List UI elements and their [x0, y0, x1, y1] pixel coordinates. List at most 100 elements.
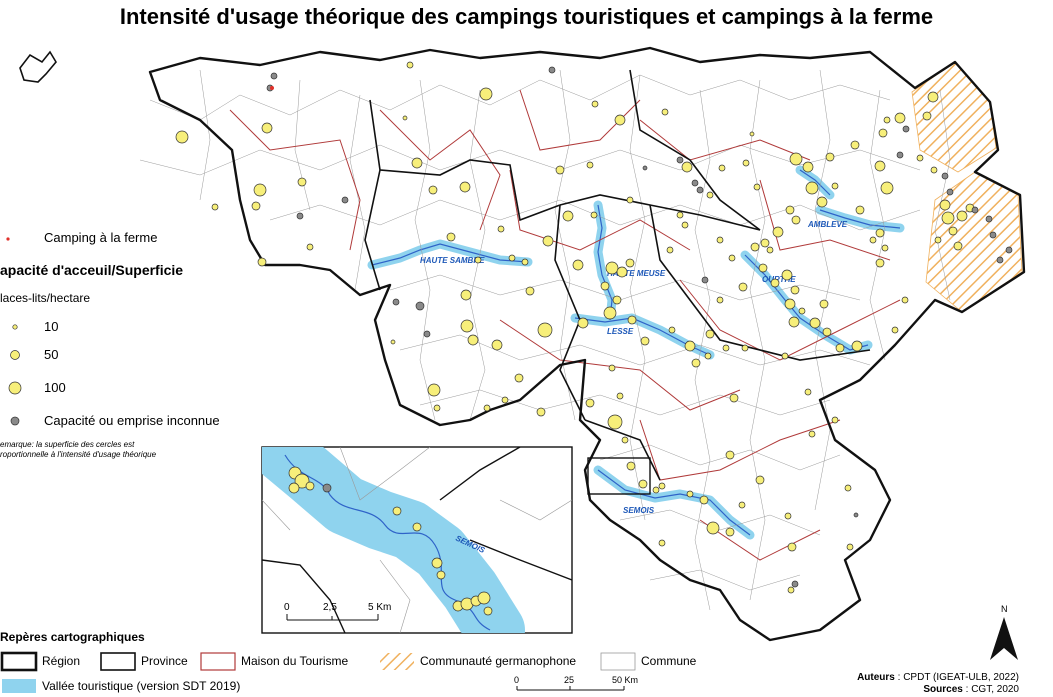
camping-circle [850, 140, 860, 150]
camping-circle [822, 327, 832, 337]
camping-circle [537, 322, 553, 338]
camping-circle [270, 86, 274, 90]
swatch-commune [600, 652, 636, 671]
camping-circle [927, 91, 939, 103]
camping-circle [805, 181, 819, 195]
camping-circle [784, 298, 796, 310]
camping-circle [562, 210, 574, 222]
inset-boundary-a [262, 559, 346, 633]
camping-circle [261, 122, 273, 134]
camping-circle [460, 289, 472, 301]
camping-circle [819, 299, 829, 309]
camping-circle [402, 115, 408, 121]
camping-circle [716, 296, 724, 304]
camping-circle [781, 269, 793, 281]
credits-authors: Auteurs : CPDT (IGEAT-ULB, 2022) [857, 672, 1019, 683]
camping-circle [640, 336, 650, 346]
camping-circle [577, 317, 589, 329]
camping-circle [844, 484, 852, 492]
inset-boundary-c [469, 539, 572, 581]
legend-note: emarque: la superficie des cercles est r… [0, 440, 230, 460]
river-label-ambleve: AMBLEVE [807, 220, 848, 229]
camping-circle [985, 215, 993, 223]
reperes-province: Province [141, 654, 188, 668]
camping-circle [701, 276, 709, 284]
camping-circle [851, 340, 863, 352]
camping-circle [508, 254, 516, 262]
camping-circle [772, 226, 784, 238]
camping-circle [627, 315, 637, 325]
camping-circle [460, 319, 474, 333]
camping-circle [880, 181, 894, 195]
camping-circle [804, 388, 812, 396]
camping-circle [874, 160, 886, 172]
camping-circle [491, 339, 503, 351]
inset-camping-circle [477, 591, 491, 605]
camping-circle [586, 161, 594, 169]
camping-circle [787, 542, 797, 552]
camping-circle [875, 228, 885, 238]
camping-circle [738, 501, 746, 509]
camping-circle [816, 196, 828, 208]
inset-scalebar: 0 2,5 5 Km [284, 602, 391, 621]
camping-circle [758, 263, 768, 273]
camping-circle [989, 231, 997, 239]
camping-circle [853, 512, 859, 518]
scale-0: 0 [514, 675, 519, 685]
camping-circle [971, 206, 979, 214]
camping-circle [785, 205, 795, 215]
camping-circle [749, 131, 755, 137]
camping-circle [901, 296, 909, 304]
camping-circle [808, 430, 816, 438]
camping-circle [521, 258, 529, 266]
camping-circle [625, 258, 635, 268]
camping-circle [427, 383, 441, 397]
camping-circle [390, 339, 396, 345]
legend-capacity-title: apacité d'acceuil/Superficie [0, 262, 184, 278]
camping-circle [686, 490, 694, 498]
camping-circle [881, 244, 889, 252]
camping-circle [716, 236, 724, 244]
camping-circle [790, 285, 800, 295]
camping-circle [728, 254, 736, 262]
swatch-communaute [380, 653, 414, 670]
camping-circle [608, 364, 616, 372]
camping-circle [590, 211, 598, 219]
camping-circle [652, 486, 660, 494]
camping-circle [525, 286, 535, 296]
camping-circle [729, 393, 739, 403]
legend-farm-dot [6, 237, 10, 241]
legend-circle-10 [12, 324, 18, 330]
legend-class-50: 50 [44, 347, 59, 362]
legend-circle-50 [10, 350, 20, 360]
camping-circle [616, 392, 624, 400]
swatch-province [100, 652, 136, 671]
camping-circle [741, 344, 749, 352]
camping-circle [616, 266, 628, 278]
camping-circle [415, 301, 425, 311]
camping-circle [296, 212, 304, 220]
camping-circle [501, 396, 509, 404]
camping-circle [341, 196, 349, 204]
camping-circle [869, 236, 877, 244]
camping-circle [626, 196, 634, 204]
inset-camping-symbols [288, 466, 493, 616]
camping-circle [753, 183, 761, 191]
reperes-title: Repères cartographiques [0, 630, 145, 644]
camping-circle [934, 236, 942, 244]
camping-circle [642, 165, 648, 171]
camping-circle [211, 203, 219, 211]
swatch-vallee [2, 679, 36, 693]
credits-authors-value: : CPDT (IGEAT-ULB, 2022) [894, 672, 1019, 683]
camping-circle [996, 256, 1004, 264]
inset-map: SEMOIS 0 2,5 5 Km [261, 446, 573, 634]
legend-unknown: Capacité ou emprise inconnue [44, 413, 220, 428]
camping-circle [603, 306, 617, 320]
scale-50: 50 Km [612, 675, 638, 685]
camping-circle [787, 586, 795, 594]
camping-circle [699, 495, 709, 505]
inset-camping-circle [294, 473, 310, 489]
river-label-ourthe: OURTHE [762, 275, 796, 284]
camping-circle [930, 166, 938, 174]
inset-camping-circle [483, 606, 493, 616]
